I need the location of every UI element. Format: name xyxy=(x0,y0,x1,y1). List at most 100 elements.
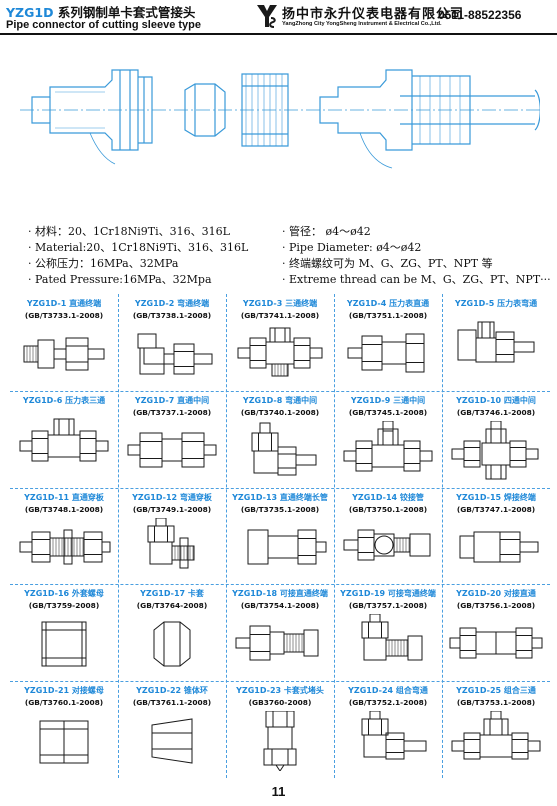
product-name: YZG1D-1 直通终端 xyxy=(26,299,102,308)
header-divider xyxy=(0,33,557,35)
grid-divider xyxy=(10,681,550,683)
product-name: YZG1D-21 对接螺母 xyxy=(24,686,104,696)
product-drawing xyxy=(147,517,195,569)
spec-diameter-en: · Pipe Diameter: ø4～ø42 xyxy=(282,241,422,254)
product-name: YZG1D-10 四通中间 xyxy=(456,395,536,405)
product-name: YZG1D-17 卡套 xyxy=(140,589,204,599)
product-cell: YZG1D-23 卡套式堵头(GB3760-2008) xyxy=(226,681,334,778)
product-name: YZG1D-2 弯通终端 xyxy=(134,299,210,308)
title-cn-text: 系列钢制单卡套式管接头 xyxy=(57,5,196,20)
product-cell: YZG1D-24 组合弯通(GB/T3752.1-2008) xyxy=(334,681,442,778)
product-standard: (GB/T3733.1-2008) xyxy=(24,311,104,320)
page-title-cn: YZG1D 系列钢制单卡套式管接头 xyxy=(6,2,195,21)
product-standard: (GB/T3760.1-2008) xyxy=(24,698,104,708)
grid-divider xyxy=(226,294,227,778)
product-cell: YZG1D-5 压力表弯通 xyxy=(442,294,550,391)
ys-logo-icon xyxy=(257,5,277,28)
product-name: YZG1D-19 可接弯通终端 xyxy=(340,589,436,599)
product-name: YZG1D-25 组合三通 xyxy=(456,686,536,696)
product-standard: (GB/T3751.1-2008) xyxy=(348,311,428,320)
product-drawing xyxy=(153,621,191,667)
product-drawing xyxy=(237,327,323,377)
product-name: YZG1D-8 弯通中间 xyxy=(242,395,318,405)
product-cell: YZG1D-20 对接直通(GB/T3756.1-2008) xyxy=(442,584,550,681)
product-drawing xyxy=(343,420,433,472)
product-drawing xyxy=(137,333,213,375)
product-standard: (GB/T3749.1-2008) xyxy=(132,504,212,514)
product-drawing xyxy=(361,614,423,661)
product-standard: (GB/T3753.1-2008) xyxy=(456,698,536,708)
product-cell: YZG1D-22 锥体环 (GB/T3761.1-2008) xyxy=(118,681,226,778)
grid-divider xyxy=(10,584,550,586)
product-standard: (GB/T3756.1-2008) xyxy=(456,601,536,611)
product-drawing xyxy=(235,625,319,661)
product-name: YZG1D-11 直通穿板 xyxy=(24,492,104,502)
product-drawing xyxy=(347,333,425,373)
grid-divider xyxy=(442,294,443,778)
product-standard: (GB/T3740.1-2008) xyxy=(240,407,320,417)
grid-divider xyxy=(334,294,335,778)
page-number: 11 xyxy=(271,784,286,799)
product-name: YZG1D-6 压力表三通 xyxy=(22,395,106,405)
product-cell: YZG1D-18 可接直通终端(GB/T3754.1-2008) xyxy=(226,584,334,681)
product-name: YZG1D-5 压力表弯通 xyxy=(454,299,538,308)
product-cell: YZG1D-14 铰接管(GB/T3750.1-2008) xyxy=(334,488,442,585)
product-cell: YZG1D-15 焊接终端(GB/T3747.1-2008) xyxy=(442,488,550,585)
product-cell: YZG1D-4 压力表直通(GB/T3751.1-2008) xyxy=(334,294,442,391)
product-name: YZG1D-12 弯通穿板 xyxy=(132,492,212,502)
product-standard: (GB/T3738.1-2008) xyxy=(132,311,212,320)
product-name: YZG1D-18 可接直通终端 xyxy=(232,589,328,599)
product-drawing xyxy=(151,718,193,764)
product-name: YZG1D-15 焊接终端 xyxy=(456,492,536,502)
main-assembly-drawing xyxy=(20,69,540,169)
product-grid: YZG1D-1 直通终端 (GB/T3733.1-2008) YZG1D-2 弯通终… xyxy=(10,294,550,778)
product-drawing xyxy=(19,418,109,462)
product-standard: (GB/T3741.1-2008) xyxy=(240,311,320,320)
product-drawing xyxy=(343,529,431,561)
product-standard: (GB/T3748.1-2008) xyxy=(24,504,104,514)
grid-divider xyxy=(10,390,550,392)
product-drawing xyxy=(19,529,111,565)
spec-pressure-en: · Pated Pressure:16MPa、32Mpa xyxy=(28,273,212,286)
product-drawing xyxy=(361,711,427,760)
product-standard: (GB/T3761.1-2008) xyxy=(132,698,212,708)
product-cell: YZG1D-25 组合三通 (GB/T3753.1-2008) xyxy=(442,681,550,778)
product-standard: (GB/T3764-2008) xyxy=(136,601,208,611)
product-drawing xyxy=(39,720,89,764)
product-standard: (GB/T3752.1-2008) xyxy=(348,698,428,708)
product-standard: (GB/T3737.1-2008) xyxy=(132,407,212,417)
grid-divider xyxy=(118,294,119,778)
grid-divider xyxy=(10,487,550,489)
spec-material-cn: · 材料：20、1Cr18Ni9Ti、316、316L xyxy=(28,225,230,238)
product-cell: YZG1D-3 三通终端 (GB/T3741.1-2008) xyxy=(226,294,334,391)
spec-pressure-cn: · 公称压力：16MPa、32MPa xyxy=(28,257,179,270)
product-drawing xyxy=(449,627,543,659)
product-cell: YZG1D-13 直通终端长管(GB/T3735.1-2008) xyxy=(226,488,334,585)
product-standard: (GB/T3745.1-2008) xyxy=(348,407,428,417)
product-name: YZG1D-13 直通终端长管 xyxy=(232,492,328,502)
product-drawing xyxy=(41,621,87,667)
spec-material-en: · Material:20、1Cr18Ni9Ti、316、316L xyxy=(28,241,249,254)
product-cell: YZG1D-1 直通终端 (GB/T3733.1-2008) xyxy=(10,294,118,391)
product-drawing xyxy=(263,711,297,772)
product-cell: YZG1D-21 对接螺母 (GB/T3760.1-2008) xyxy=(10,681,118,778)
spec-thread-cn: · 终端螺纹可为 M、G、ZG、PT、NPT 等 xyxy=(282,257,493,270)
product-cell: YZG1D-12 弯通穿板 (GB/T3749.1-2008) xyxy=(118,488,226,585)
product-drawing xyxy=(251,422,317,476)
product-drawing xyxy=(457,321,535,363)
spec-diameter-cn: · 管径： ø4～ø42 xyxy=(282,225,371,238)
product-standard: (GB/T3750.1-2008) xyxy=(348,504,428,514)
company-name-cn: 扬中市永升仪表电器有限公司 xyxy=(282,7,465,22)
product-standard: (GB/T3757.1-2008) xyxy=(348,601,428,611)
product-standard: (GB/T3759-2008) xyxy=(28,601,100,611)
product-drawing xyxy=(451,711,541,760)
product-drawing xyxy=(23,337,105,371)
product-name: YZG1D-3 三通终端 xyxy=(242,299,318,308)
product-cell: YZG1D-8 弯通中间 (GB/T3740.1-2008) xyxy=(226,391,334,488)
product-cell: YZG1D-10 四通中间(GB/T3746.1-2008) xyxy=(442,391,550,488)
product-cell: YZG1D-9 三通中间(GB/T3745.1-2008) xyxy=(334,391,442,488)
product-name: YZG1D-22 锥体环 xyxy=(136,686,208,696)
product-standard: (GB3760-2008) xyxy=(248,698,312,708)
product-drawing xyxy=(459,531,539,563)
spec-thread-en: · Extreme thread can be M、G、ZG、PT、NPT··· xyxy=(282,273,551,286)
